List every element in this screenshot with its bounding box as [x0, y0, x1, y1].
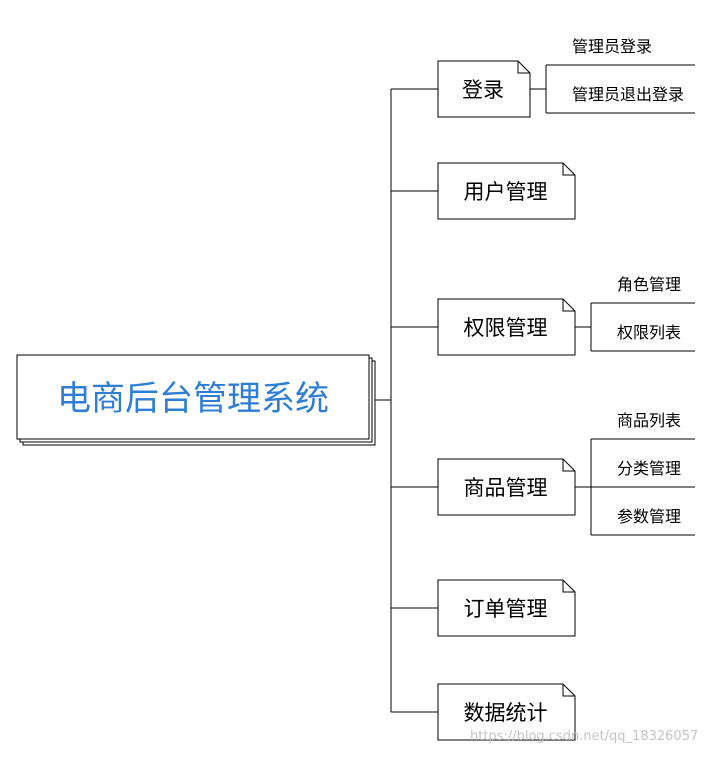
branch-label: 权限管理 — [464, 316, 548, 340]
branch-node: 用户管理 — [391, 162, 576, 220]
sub-item: 分类管理 — [591, 459, 695, 488]
sub-item-label: 角色管理 — [617, 275, 681, 294]
sub-item-label: 分类管理 — [617, 459, 681, 478]
sub-item: 商品列表 — [591, 411, 695, 440]
branch-label: 订单管理 — [464, 597, 548, 621]
root-node: 电商后台管理系统 — [16, 354, 376, 446]
branch-label: 用户管理 — [464, 180, 548, 204]
sub-item-label: 管理员登录 — [572, 37, 652, 56]
watermark-text: https://blog.csdn.net/qq_18326057 — [470, 729, 699, 744]
branch-label: 登录 — [462, 78, 504, 102]
sub-item: 参数管理 — [591, 507, 695, 536]
trunk-connector — [375, 89, 392, 712]
branch-label: 商品管理 — [464, 476, 548, 500]
sub-item-label: 商品列表 — [617, 411, 681, 430]
sub-item: 角色管理 — [591, 275, 695, 304]
sub-item-label: 管理员退出登录 — [572, 85, 684, 104]
branch-label: 数据统计 — [464, 701, 548, 725]
sub-item: 权限列表 — [591, 323, 695, 352]
sub-item: 管理员退出登录 — [546, 85, 695, 114]
branch-node: 数据统计 — [391, 683, 576, 741]
root-title: 电商后台管理系统 — [57, 379, 329, 419]
sub-item-label: 权限列表 — [617, 323, 681, 342]
branch-node: 订单管理 — [391, 579, 576, 637]
sub-item-label: 参数管理 — [617, 507, 681, 526]
sub-item: 管理员登录 — [546, 37, 695, 66]
